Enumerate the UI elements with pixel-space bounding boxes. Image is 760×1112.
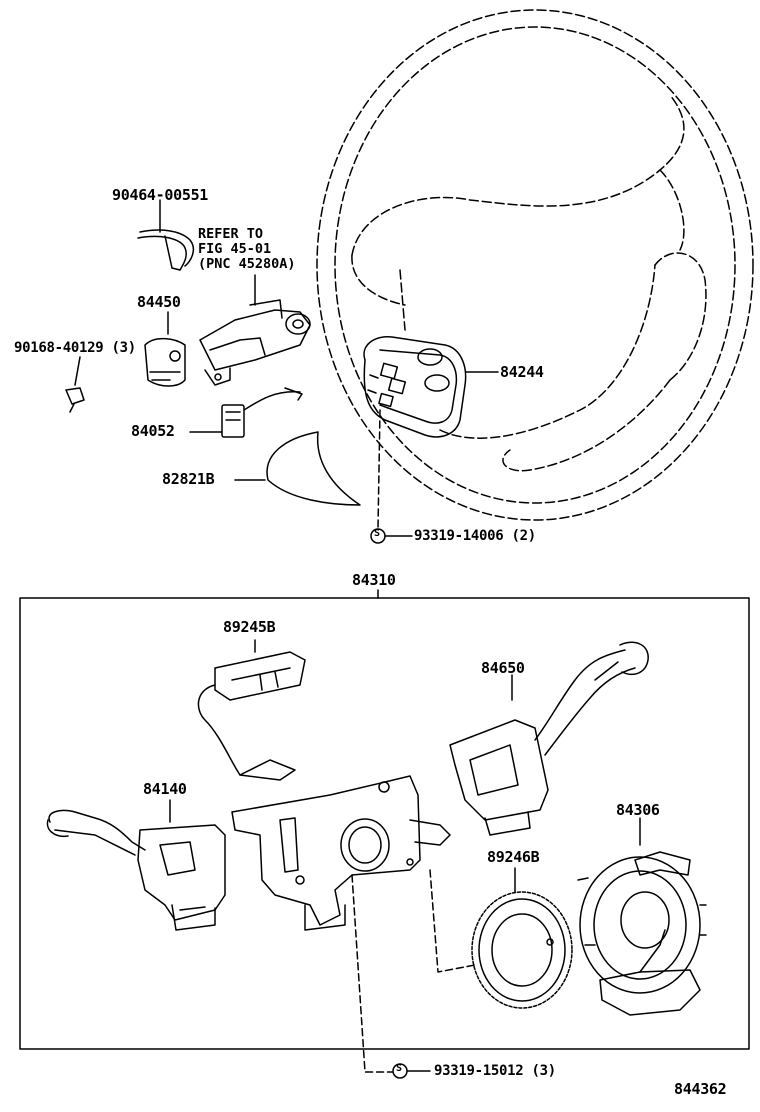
leader-screw-top: [377, 409, 381, 529]
label-connector: 84052: [131, 422, 175, 440]
label-headlight-switch: 84140: [143, 780, 187, 798]
label-refer-line3: (PNC 45280A): [198, 256, 296, 272]
label-sensor: 89245B: [223, 618, 276, 636]
cover-84450-icon: [144, 311, 186, 387]
leader-screw-bottom: [351, 874, 393, 1073]
label-cover: 84450: [137, 293, 181, 311]
s-mark-top-text: S: [374, 528, 380, 539]
clamp-icon: [137, 199, 195, 271]
label-wiper-switch: 84650: [481, 659, 525, 677]
wiper-switch-icon: [449, 641, 649, 836]
spiral-cable-icon: [577, 817, 707, 1016]
label-clamp: 90464-00551: [112, 186, 209, 204]
sensor-89245B-icon: [197, 639, 306, 781]
label-refer-line1: REFER TO: [198, 226, 264, 242]
label-refer-line2: FIG 45-01: [198, 241, 272, 257]
s-mark-bottom-text: S: [396, 1063, 402, 1074]
label-column-cover: 82821B: [162, 470, 215, 488]
steering-switch-icon: [363, 336, 499, 438]
label-screw-top: 93319-14006 (2): [414, 528, 536, 544]
headlight-switch-icon: [46, 799, 226, 931]
column-body-icon: [231, 775, 451, 931]
column-cover-icon: [234, 431, 361, 506]
screw-icon: [65, 356, 85, 413]
ignition-assembly-icon: [199, 274, 311, 386]
label-spiral-cable: 84306: [616, 801, 660, 819]
label-assembly: 84310: [352, 571, 396, 589]
label-steering-switch: 84244: [500, 363, 544, 381]
connector-icon: [189, 387, 303, 438]
label-figure-number: 844362: [674, 1080, 727, 1098]
label-screw-bottom: 93319-15012 (3): [434, 1063, 556, 1079]
assembly-box: [19, 597, 750, 1050]
label-screw: 90168-40129 (3): [14, 340, 136, 356]
rotor-ring-icon: [429, 867, 573, 1009]
label-rotor: 89246B: [487, 848, 540, 866]
steering-wheel: [316, 9, 754, 521]
